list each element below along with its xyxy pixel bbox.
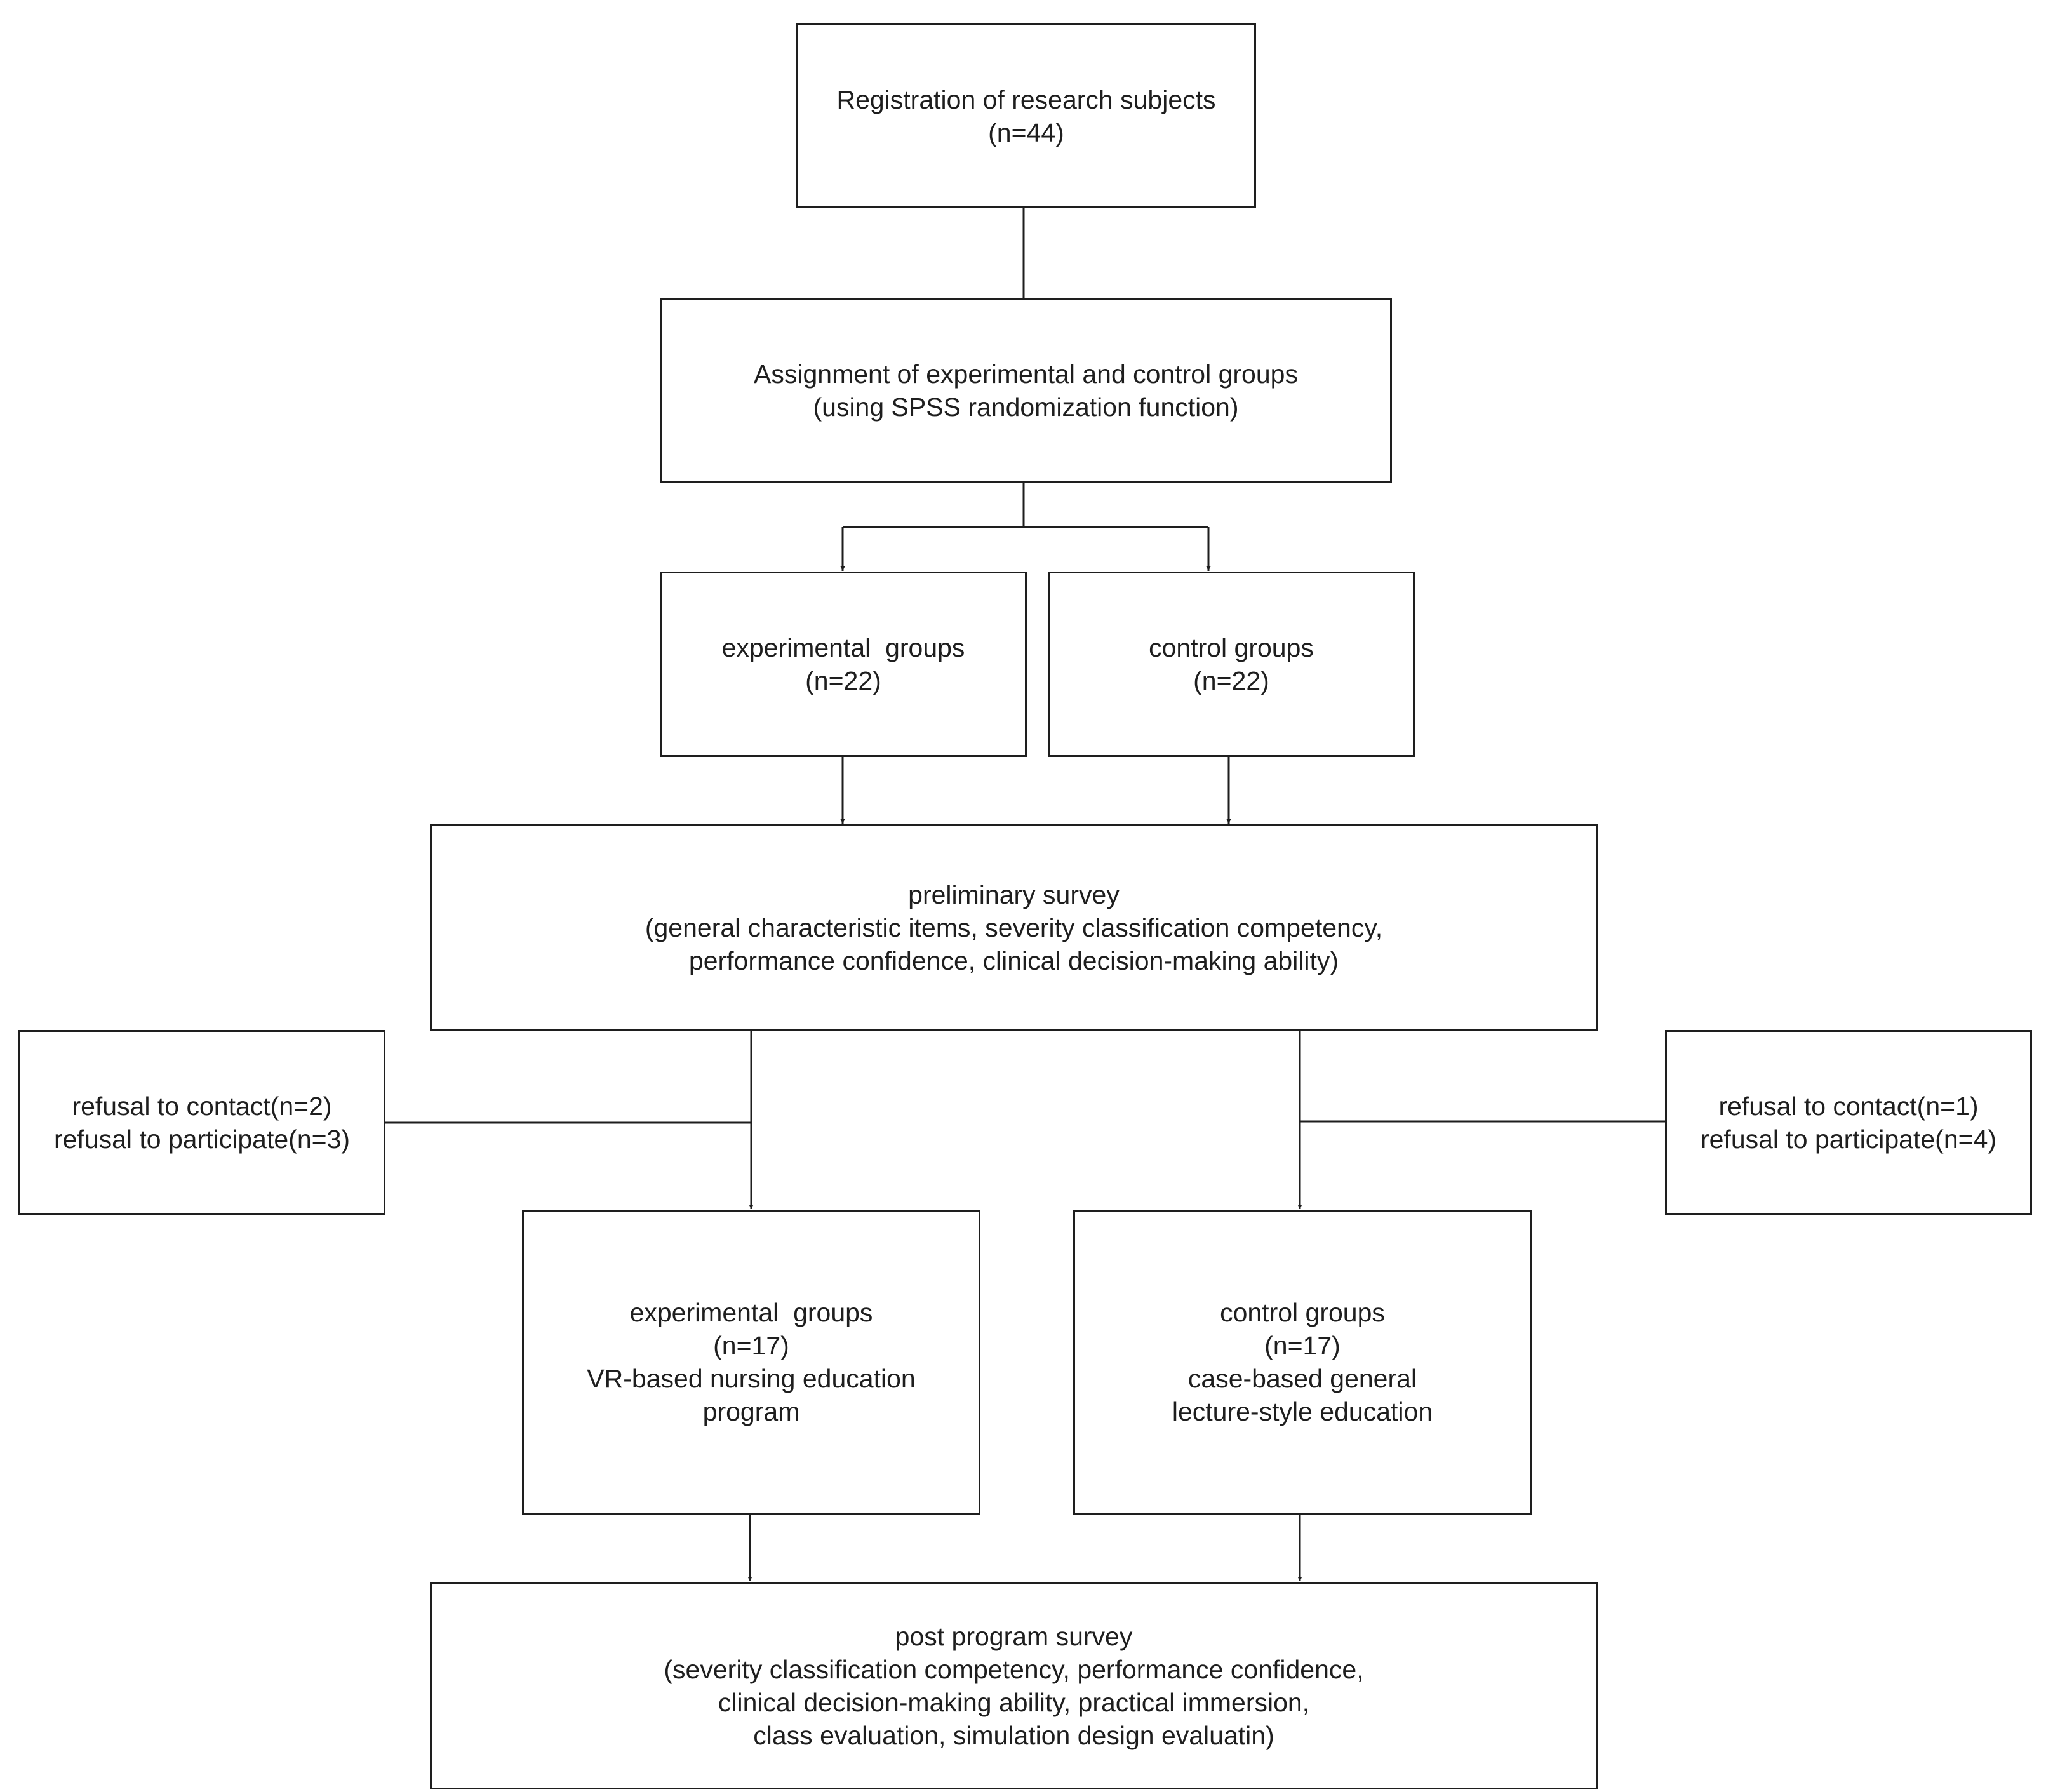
ctrl-exclusions-box: refusal to contact(n=1) refusal to parti… [1665,1030,2032,1215]
registration-count: (n=44) [988,117,1064,147]
exp-group-final-count: (n=17) [713,1331,789,1360]
exp-group-initial-box: experimental groups (n=22) [660,572,1027,757]
assignment-method: (using SPSS randomization function) [813,392,1239,422]
assignment-box: Assignment of experimental and control g… [660,298,1392,483]
preliminary-survey-title: preliminary survey [908,880,1120,909]
post-survey-title: post program survey [895,1621,1133,1651]
post-survey-box: post program survey (severity classifica… [430,1582,1598,1789]
exp-exclusion-contact: refusal to contact(n=2) [72,1091,332,1121]
post-survey-items-line3: class evaluation, simulation design eval… [753,1720,1274,1750]
exp-group-final-program-line2: program [702,1397,800,1426]
exp-group-final-program-line1: VR-based nursing education [587,1364,916,1393]
assignment-title: Assignment of experimental and control g… [754,359,1298,389]
exp-exclusion-participate: refusal to participate(n=3) [53,1124,351,1154]
preliminary-survey-items-line1: (general characteristic items, severity … [645,913,1383,942]
registration-box: Registration of research subjects (n=44) [796,23,1256,208]
exp-group-initial-count: (n=22) [805,666,881,695]
ctrl-group-initial-count: (n=22) [1193,666,1269,695]
exp-exclusions-box: refusal to contact(n=2) refusal to parti… [18,1030,385,1215]
preliminary-survey-box: preliminary survey (general characterist… [430,824,1598,1031]
exp-group-final-label: experimental groups [629,1298,873,1327]
ctrl-group-final-program-line2: lecture-style education [1172,1397,1433,1426]
ctrl-exclusion-participate: refusal to participate(n=4) [1700,1124,1997,1154]
ctrl-group-final-label: control groups [1220,1298,1385,1327]
ctrl-exclusion-contact: refusal to contact(n=1) [1718,1091,1979,1121]
exp-group-initial-label: experimental groups [721,633,965,662]
post-survey-items-line2: clinical decision-making ability, practi… [718,1687,1310,1717]
registration-title: Registration of research subjects [836,84,1216,114]
exp-group-final-box: experimental groups (n=17) VR-based nurs… [522,1210,980,1515]
preliminary-survey-items-line2: performance confidence, clinical decisio… [688,946,1339,975]
ctrl-group-final-box: control groups (n=17) case-based general… [1073,1210,1532,1515]
ctrl-group-final-program-line1: case-based general [1187,1364,1417,1393]
ctrl-group-initial-label: control groups [1149,633,1314,662]
ctrl-group-initial-box: control groups (n=22) [1048,572,1415,757]
ctrl-group-final-count: (n=17) [1264,1331,1341,1360]
post-survey-items-line1: (severity classification competency, per… [664,1654,1364,1684]
